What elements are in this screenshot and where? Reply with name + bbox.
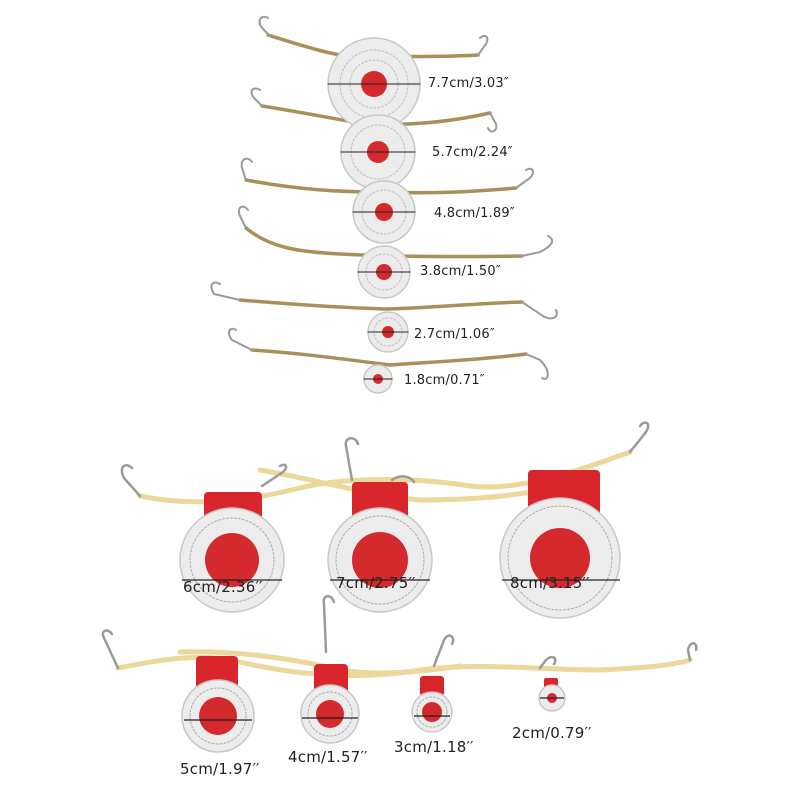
hook [390, 475, 416, 484]
size-label: 4cm/1.57′′ [288, 748, 368, 766]
target-8cm [499, 470, 621, 619]
size-label: 7.7cm/3.03″ [428, 76, 509, 91]
bottom-row-upper [120, 421, 650, 619]
target-3cm [411, 676, 453, 733]
hook [258, 15, 271, 37]
hook [628, 421, 650, 454]
top-target-group [210, 15, 558, 394]
hook [525, 353, 549, 380]
hook [322, 595, 336, 654]
target-7-7cm [327, 37, 421, 131]
size-label: 4.8cm/1.89″ [434, 206, 515, 221]
hook [538, 655, 557, 670]
target-3-8cm [357, 245, 411, 299]
size-label: 5cm/1.97′′ [180, 760, 260, 778]
hook [210, 281, 241, 301]
hook [686, 642, 698, 662]
hook [260, 463, 288, 488]
hook [487, 112, 498, 133]
hook [432, 634, 455, 668]
target-4-8cm [352, 180, 416, 244]
hook [120, 464, 142, 498]
measurement-arrows [182, 579, 620, 721]
size-label: 2cm/0.79′′ [512, 724, 592, 742]
hook [101, 629, 120, 670]
size-label: 2.7cm/1.06″ [414, 327, 495, 342]
hook [228, 327, 253, 351]
target-1-8cm [363, 364, 393, 394]
target-2-7cm [367, 311, 409, 353]
hook [521, 301, 558, 320]
hook [250, 87, 263, 107]
size-label: 1.8cm/0.71″ [404, 373, 485, 388]
hook [344, 437, 360, 482]
cord [244, 226, 524, 259]
cord [250, 348, 528, 367]
target-5cm [181, 656, 255, 753]
size-label: 8cm/3.15′′ [510, 574, 590, 592]
size-label: 5.7cm/2.24″ [432, 145, 513, 160]
cord [238, 298, 524, 311]
target-7cm [327, 482, 433, 613]
hook [240, 157, 253, 181]
size-label: 7cm/2.75′′ [336, 574, 416, 592]
size-label: 6cm/2.36′′ [183, 578, 263, 596]
hook [477, 35, 489, 56]
target-4cm [300, 664, 360, 744]
size-label: 3cm/1.18′′ [394, 738, 474, 756]
hook [238, 205, 249, 229]
target-5-7cm [340, 114, 416, 190]
hook [515, 167, 534, 189]
bottom-row-lower [101, 595, 698, 753]
hook [521, 235, 554, 257]
target-6cm [179, 492, 285, 613]
size-label: 3.8cm/1.50″ [420, 264, 501, 279]
cord [257, 467, 563, 503]
